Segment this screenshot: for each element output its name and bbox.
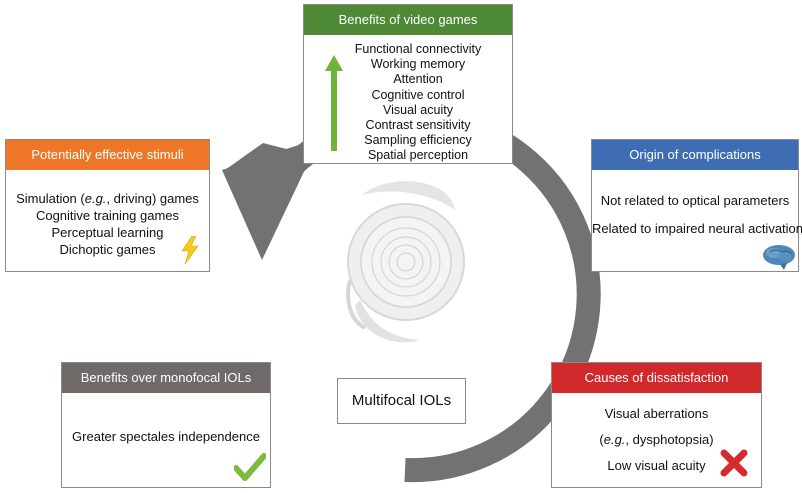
list-item: Not related to optical parameters <box>600 193 790 208</box>
video-games-benefits-title: Benefits of video games <box>304 5 512 35</box>
monofocal-benefits-box: Benefits over monofocal IOLs Greater spe… <box>61 362 271 488</box>
list-item: Working memory <box>370 57 466 72</box>
list-item: Cognitive control <box>371 87 465 102</box>
dissatisfaction-causes-title: Causes of dissatisfaction <box>552 363 761 393</box>
list-item: Greater spectales independence <box>72 429 260 444</box>
list-item: Low visual acuity <box>607 458 706 473</box>
list-item: Cognitive training games <box>35 208 180 223</box>
effective-stimuli-title: Potentially effective stimuli <box>6 140 209 170</box>
lightning-bolt-icon <box>181 236 199 264</box>
list-item: Attention <box>393 72 443 87</box>
list-item: Related to impaired neural activation <box>592 221 802 236</box>
checkmark-icon <box>234 453 266 481</box>
list-item: Simulation (e.g., driving) games <box>16 191 199 206</box>
green-up-arrow-icon <box>325 55 343 151</box>
center-label: Multifocal IOLs <box>337 378 466 424</box>
effective-stimuli-box: Potentially effective stimuli Simulation… <box>5 139 210 272</box>
list-item: Visual aberrations <box>604 406 709 421</box>
list-item: Sampling efficiency <box>364 133 472 148</box>
video-games-benefits-list: Functional connectivity Working memory A… <box>304 35 512 164</box>
video-games-benefits-box: Benefits of video games Functional conne… <box>303 4 513 164</box>
list-item: (e.g., dysphotopsia) <box>599 432 714 447</box>
multifocal-iol-lens-icon <box>346 181 465 343</box>
dissatisfaction-causes-list: Visual aberrations (e.g., dysphotopsia) … <box>552 393 761 474</box>
list-item: Functional connectivity <box>354 42 482 56</box>
list-item: Spatial perception <box>367 148 469 163</box>
effective-stimuli-list: Simulation (e.g., driving) games Cogniti… <box>6 170 209 258</box>
red-x-icon <box>720 449 748 477</box>
monofocal-benefits-list: Greater spectales independence <box>62 393 270 445</box>
complications-origin-title: Origin of complications <box>592 140 798 170</box>
complications-origin-list: Not related to optical parameters Relate… <box>592 170 802 237</box>
brain-icon <box>763 245 795 270</box>
list-item: Visual acuity <box>383 102 453 117</box>
list-item: Contrast sensitivity <box>365 118 471 133</box>
monofocal-benefits-title: Benefits over monofocal IOLs <box>62 363 270 393</box>
list-item: Dichoptic games <box>59 242 156 257</box>
dissatisfaction-causes-box: Causes of dissatisfaction Visual aberrat… <box>551 362 762 488</box>
complications-origin-box: Origin of complications Not related to o… <box>591 139 802 272</box>
list-item: Perceptual learning <box>51 225 164 240</box>
